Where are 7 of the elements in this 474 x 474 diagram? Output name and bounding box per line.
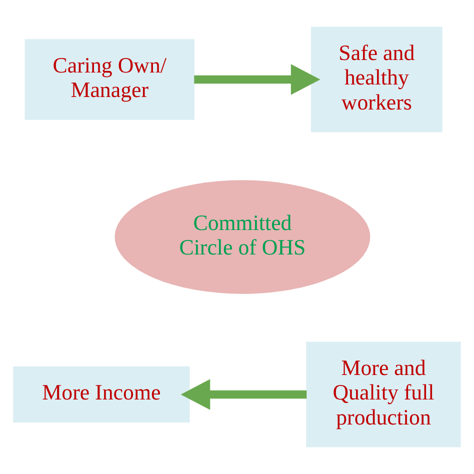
- node-box: More and Quality full production: [306, 342, 461, 448]
- node-box: Safe and healthy workers: [310, 26, 442, 132]
- arrow: [180, 379, 307, 410]
- node-box: More Income: [13, 366, 190, 423]
- arrow: [194, 64, 320, 95]
- node-box: Caring Own/ Manager: [24, 39, 195, 120]
- node-ellipse: Committed Circle of OHS: [114, 180, 370, 294]
